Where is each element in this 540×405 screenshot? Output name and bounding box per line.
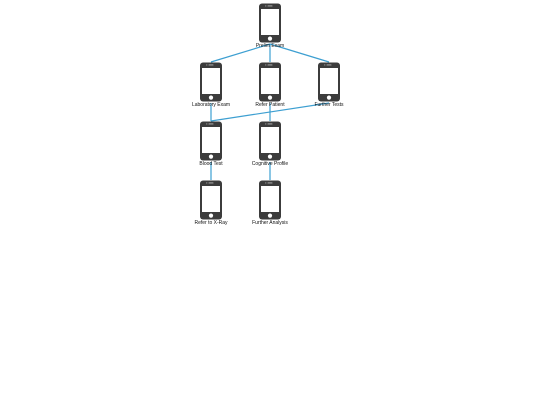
node-label: Further Tests: [314, 102, 344, 108]
node-label: Refer Patient: [255, 102, 285, 108]
node-label: Prelim Exam: [255, 43, 285, 49]
smartphone-icon: [259, 62, 281, 102]
connector-n1-n4: [269, 43, 330, 63]
smartphone-icon: [200, 62, 222, 102]
smartphone-icon: [200, 121, 222, 161]
smartphone-icon: [200, 180, 222, 220]
node-label: Laboratory Exam: [191, 102, 231, 108]
node-cognitive-profile[interactable]: Cognitive Profile: [252, 121, 288, 167]
connector-n1-n2: [210, 43, 271, 63]
node-refer-to-x-ray[interactable]: Refer to X-Ray: [194, 180, 228, 226]
node-prelim-exam[interactable]: Prelim Exam: [256, 3, 284, 49]
node-blood-test[interactable]: Blood Test: [199, 121, 223, 167]
smartphone-icon: [318, 62, 340, 102]
node-label: Blood Test: [199, 161, 223, 167]
smartphone-icon: [259, 121, 281, 161]
node-label: Refer to X-Ray: [194, 220, 228, 226]
smartphone-icon: [259, 180, 281, 220]
node-laboratory-exam[interactable]: Laboratory Exam: [192, 62, 230, 108]
smartphone-icon: [259, 3, 281, 43]
node-label: Further Analysis: [252, 220, 288, 226]
node-label: Cognitive Profile: [251, 161, 289, 167]
node-refer-patient[interactable]: Refer Patient: [255, 62, 285, 108]
node-further-analysis[interactable]: Further Analysis: [252, 180, 288, 226]
node-further-tests[interactable]: Further Tests: [314, 62, 344, 108]
